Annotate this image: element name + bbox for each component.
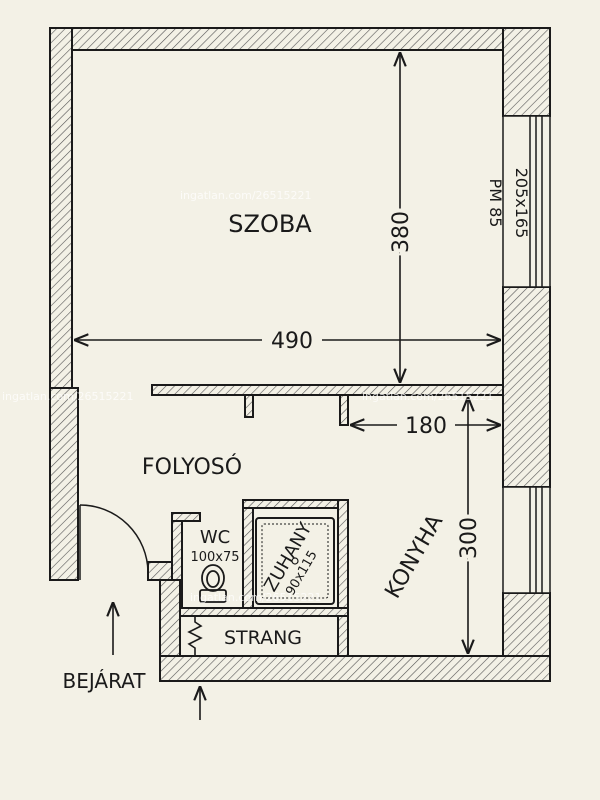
wall-bottom (159, 655, 551, 682)
wall-wc-bottom (159, 607, 349, 617)
watermark-2: ingatlan.com/26515221 (2, 390, 134, 403)
window-szoba (502, 115, 551, 288)
wall-top (49, 27, 551, 51)
entrance-door (79, 504, 149, 580)
room-label-wc-size: 100x75 (190, 550, 239, 565)
room-label-konyha: KONYHA (381, 511, 449, 603)
dim-konyha-width: 180 (405, 414, 447, 439)
dim-szoba-width: 490 (271, 329, 313, 354)
window-type-label: PM 85 (486, 179, 505, 228)
strang-pipe (183, 615, 207, 657)
watermark-1: ingatlan.com/26515221 (180, 189, 312, 202)
room-label-wc: WC (200, 527, 230, 548)
wall-left-upper (49, 27, 73, 389)
entrance-arrows (113, 602, 200, 720)
wall-stub-1 (244, 394, 254, 418)
room-label-folyoso: FOLYOSÓ (142, 454, 242, 480)
wall-right-top (502, 27, 551, 117)
window-konyha (502, 486, 551, 594)
wall-partition (151, 384, 504, 396)
entrance-label: BEJÁRAT (62, 669, 146, 693)
room-label-szoba: SZOBA (228, 210, 312, 238)
room-label-strang: STRANG (224, 627, 302, 649)
wall-shower-right (337, 499, 349, 657)
wall-shower-top (242, 499, 349, 509)
watermark-3: ingatlan.com/26515221 (362, 390, 494, 403)
wall-left-lower (49, 387, 79, 581)
toilet-icon (199, 564, 227, 603)
dimension-lines (74, 52, 501, 654)
window-size-label: 205x165 (512, 168, 531, 239)
dim-konyha-height: 300 (457, 517, 482, 559)
wall-right-middle (502, 286, 551, 488)
shower-tray (255, 517, 335, 605)
wall-strang-left (159, 579, 181, 657)
dim-szoba-height: 380 (389, 211, 414, 253)
wall-wc-top (171, 512, 201, 522)
watermark-4: ingatlan.com/26515221 (190, 591, 322, 604)
wall-stub-2 (339, 394, 349, 426)
